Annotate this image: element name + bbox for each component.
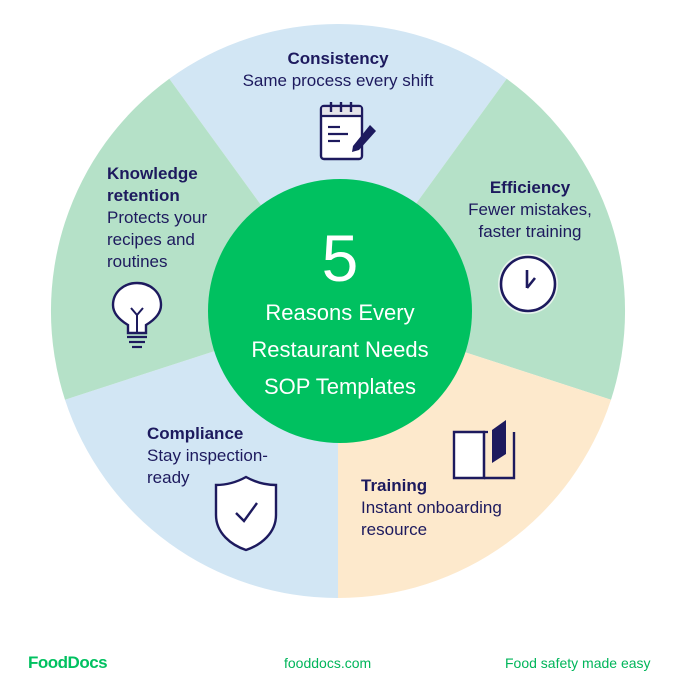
footer-tagline: Food safety made easy — [505, 655, 651, 671]
training-title: Training — [361, 476, 428, 495]
segment-consistency — [169, 23, 507, 312]
consistency-desc: Same process every shift — [242, 71, 434, 90]
fooddocs-logo: FoodDocs — [28, 653, 108, 672]
efficiency-desc: Fewer mistakes, — [468, 200, 592, 219]
knowledge-retention-desc: recipes and — [107, 230, 195, 249]
efficiency-title: Efficiency — [489, 178, 571, 197]
efficiency-label: Efficiency Fewer mistakes, faster traini… — [440, 177, 620, 243]
knowledge-retention-desc: routines — [107, 252, 168, 271]
knowledge-retention-title: retention — [107, 186, 180, 205]
footer-website-link[interactable]: fooddocs.com — [284, 655, 372, 671]
knowledge-retention-label: Knowledge retention Protects your recipe… — [107, 163, 247, 273]
open-book-icon — [452, 420, 516, 480]
knowledge-retention-desc: Protects your — [107, 208, 208, 227]
training-label: Training Instant onboarding resource — [361, 475, 561, 541]
consistency-label: Consistency Same process every shift — [200, 48, 476, 92]
lightbulb-icon — [111, 281, 163, 349]
notepad-pencil-icon — [319, 102, 376, 161]
center-title-block: 5 Reasons Every Restaurant Needs SOP Tem… — [208, 180, 472, 443]
consistency-title: Consistency — [287, 49, 389, 68]
clock-icon — [498, 254, 558, 314]
training-desc: resource — [361, 520, 428, 539]
training-desc: Instant onboarding — [361, 498, 502, 517]
center-title-line: Restaurant Needs — [251, 337, 429, 362]
efficiency-desc: faster training — [478, 222, 582, 241]
knowledge-retention-title: Knowledge — [107, 164, 198, 183]
compliance-desc: Stay inspection- — [147, 446, 268, 465]
center-number: 5 — [321, 221, 359, 295]
shield-check-icon — [214, 475, 278, 552]
compliance-title: Compliance — [147, 424, 244, 443]
compliance-label: Compliance Stay inspection- ready — [147, 423, 327, 489]
center-title-line: Reasons Every — [265, 300, 415, 325]
center-circle — [208, 179, 472, 443]
compliance-desc: ready — [147, 468, 190, 487]
center-title-line: SOP Templates — [263, 374, 417, 399]
